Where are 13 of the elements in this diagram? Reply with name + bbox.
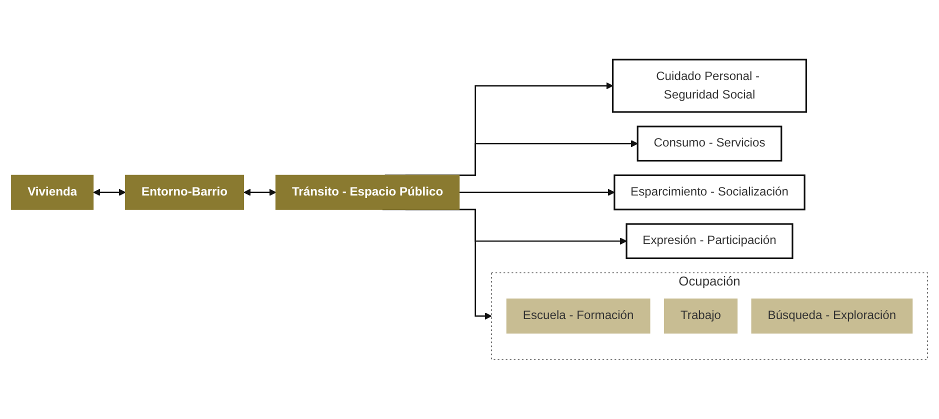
node-box: Consumo - Servicios	[636, 126, 782, 162]
node-box: Entorno-Barrio	[125, 174, 244, 210]
arrow	[244, 188, 276, 196]
node-box: Búsqueda - Exploración	[751, 298, 913, 334]
node-box: Trabajo	[664, 298, 738, 334]
node-box: Escuela - Formación	[506, 298, 650, 334]
arrow	[93, 188, 126, 196]
node-box: Cuidado Personal - Seguridad Social	[612, 58, 808, 113]
node-box: Tránsito - Espacio Público	[275, 174, 460, 210]
node-box: Esparcimiento - Socialización	[614, 174, 806, 210]
arrow	[459, 188, 615, 196]
node-box: Expresión - Participación	[626, 223, 794, 260]
node-box: Vivienda	[11, 174, 94, 210]
